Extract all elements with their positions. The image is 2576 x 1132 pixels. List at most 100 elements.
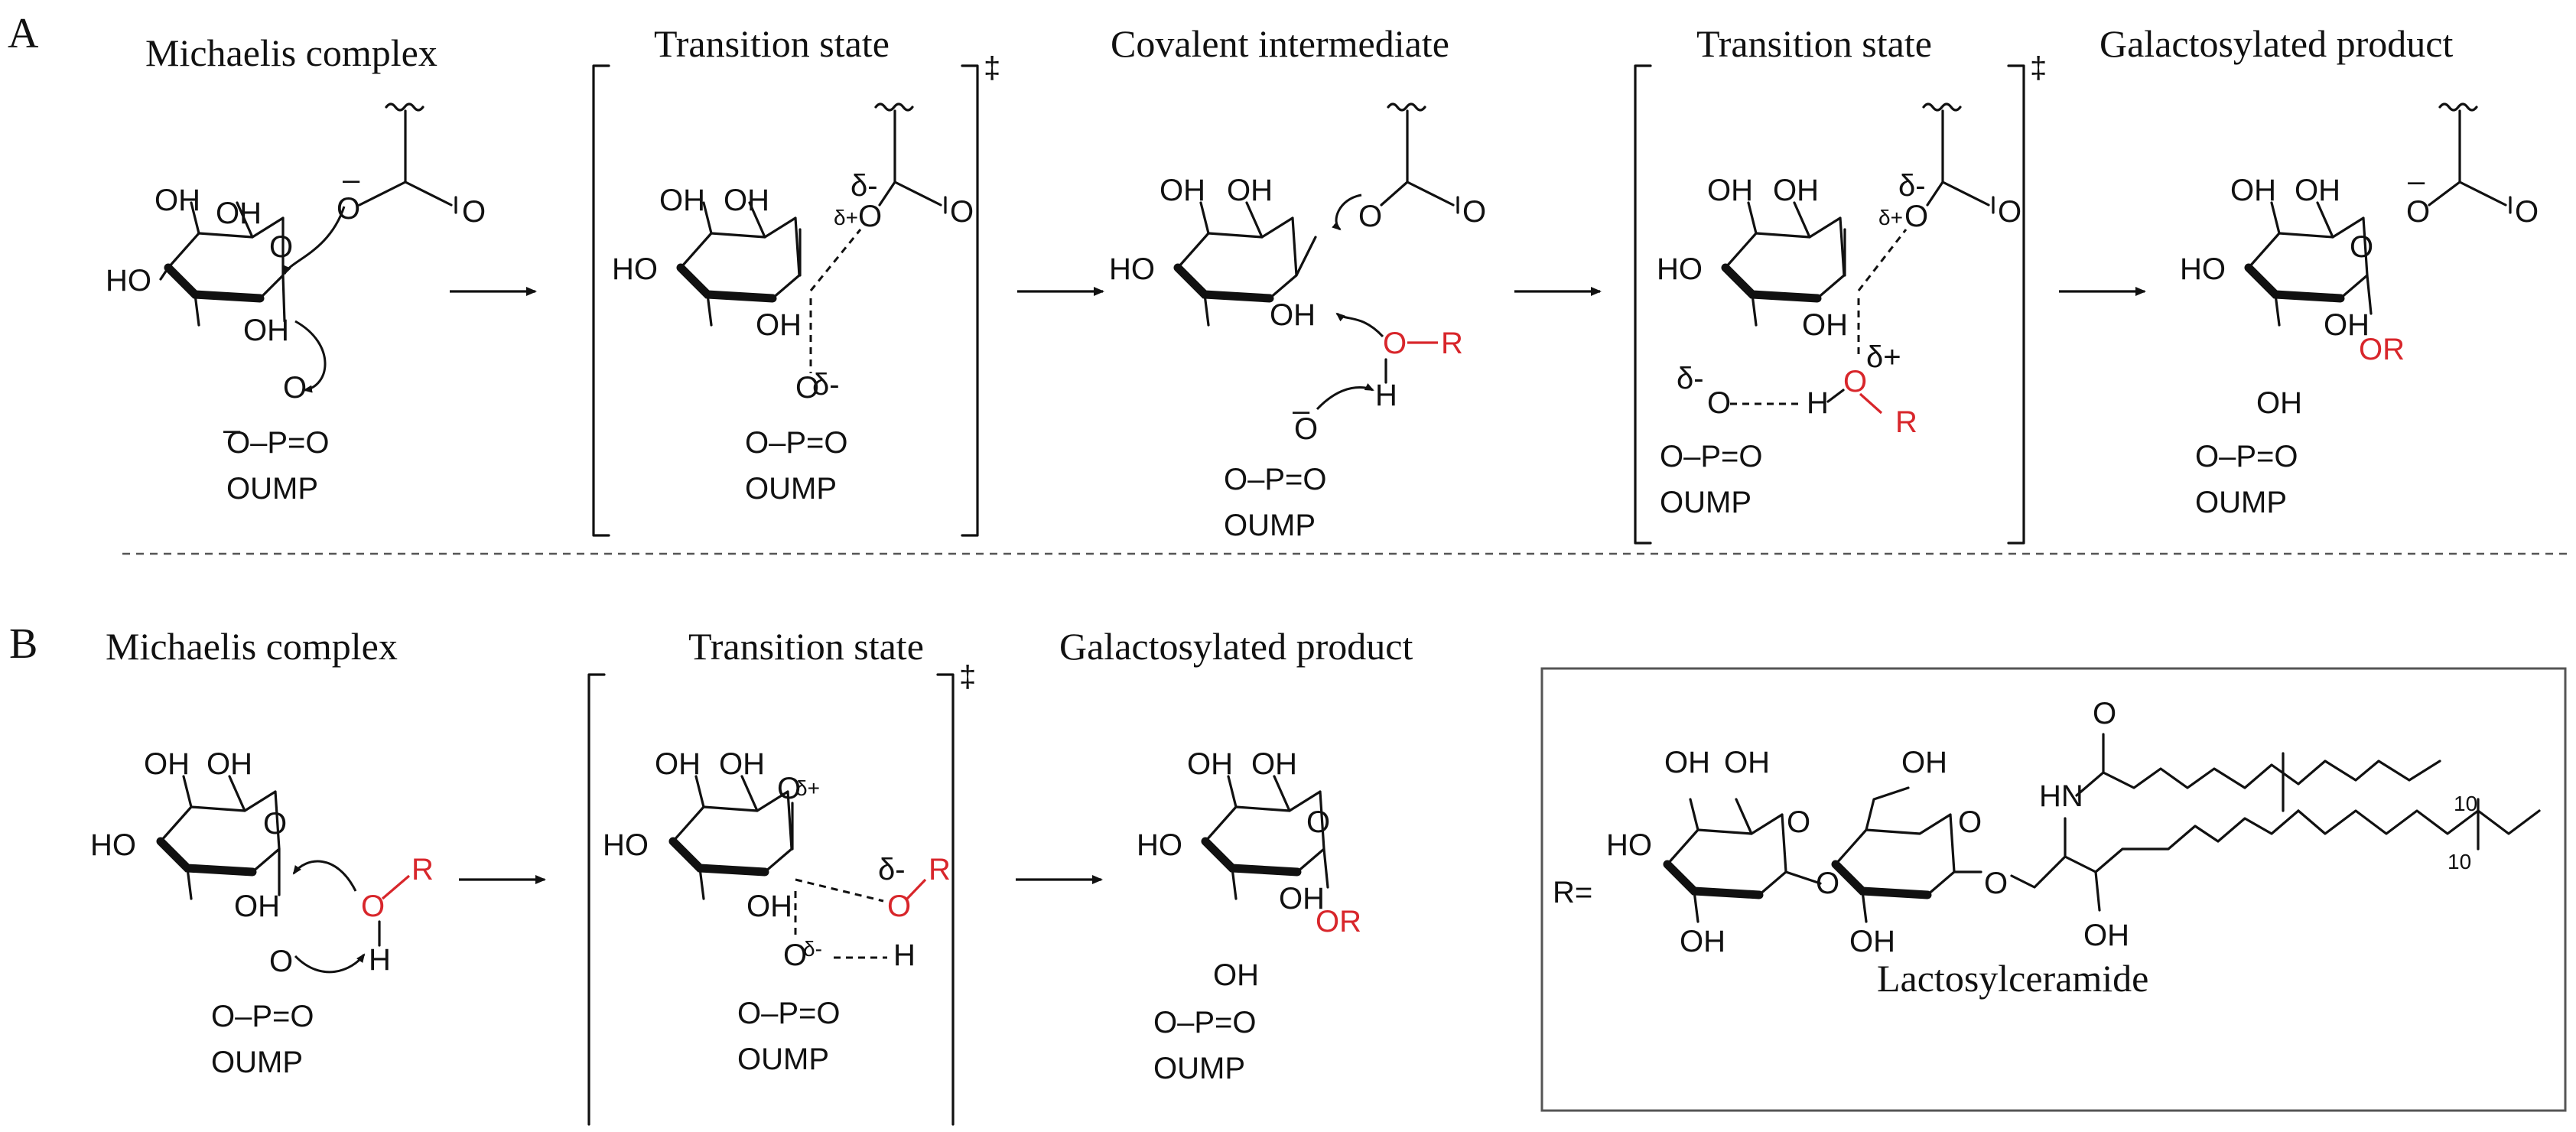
carbox-o-a5: O	[2406, 195, 2430, 229]
bridge-o-a3: O	[1294, 412, 1318, 446]
glyco-o-lac-1: O	[1816, 867, 1839, 900]
carbox-o2-a5: O	[2515, 195, 2539, 229]
panel-a-label: A	[8, 10, 39, 57]
oh-a5c: OH	[2324, 308, 2369, 342]
lactosylceramide-label: Lactosylceramide	[1877, 957, 2148, 1000]
ho-a5: HO	[2180, 252, 2226, 286]
ts-dagger-a2: ‡	[2030, 51, 2047, 85]
or-a5: OR	[2359, 333, 2405, 366]
delta-plus-b2: δ+	[795, 776, 820, 800]
panel-b-label: B	[9, 620, 37, 668]
ho-a3: HO	[1109, 252, 1155, 286]
oh-lac-2: OH	[1724, 746, 1770, 779]
ho-b3: HO	[1137, 828, 1182, 862]
oump-b2: OUMP	[737, 1043, 829, 1076]
oh-a3c: OH	[1270, 298, 1316, 332]
h-a3: H	[1375, 379, 1397, 412]
caption-b-ts: Transition state	[688, 625, 924, 668]
h-b1: H	[369, 943, 391, 977]
galactose-ring-a3	[1173, 201, 1317, 327]
carbox-o2-a3: O	[1462, 195, 1486, 229]
delta-minus-a4b: δ-	[1677, 362, 1704, 395]
wavy-a3	[1387, 102, 1426, 112]
chain-length-1: 10	[2454, 792, 2477, 815]
phosphate-a5: O–P=O	[2195, 440, 2298, 473]
galactose-ring-a2	[676, 201, 802, 327]
h-a4: H	[1807, 386, 1829, 420]
oh-b3c: OH	[1279, 882, 1325, 916]
galactose-ring-a4	[1721, 201, 1846, 327]
oh-lac-5: OH	[1849, 925, 1895, 958]
ester-o-a3: O	[1358, 200, 1382, 233]
ho-a1: HO	[106, 264, 151, 298]
delta-plus-a4: δ+	[1878, 206, 1903, 229]
nucleophile-r-a3: R	[1441, 327, 1463, 360]
ts-bracket-left-b	[587, 673, 606, 1126]
ring-o-lac-1: O	[1787, 805, 1810, 839]
bridge-o-b2: O	[783, 938, 807, 972]
caption-a-product: Galactosylated product	[2100, 22, 2453, 65]
oh-a4a: OH	[1707, 174, 1753, 207]
r-equals: R=	[1553, 876, 1592, 909]
oh-a3b: OH	[1227, 174, 1273, 207]
h-b2: H	[893, 938, 916, 972]
nucleophile-o-a3: O	[1383, 327, 1407, 360]
bridge-o-a2: O	[795, 371, 819, 405]
carbox-o2-a4: O	[1998, 195, 2021, 229]
oh-lac-6: OH	[2083, 919, 2129, 952]
oump-a2: OUMP	[745, 472, 837, 506]
nucleophile-o-b2: O	[887, 890, 911, 923]
bridge-o-a1: O	[283, 371, 307, 405]
oh-a5a: OH	[2230, 174, 2276, 207]
bridge-o-b1: O	[269, 945, 293, 978]
oh-a1b: OH	[216, 197, 262, 230]
oh-b3a: OH	[1187, 747, 1233, 781]
lactosylceramide-structure	[1663, 733, 2541, 923]
oh-a1c: OH	[243, 314, 289, 347]
r-group-inset-box	[1540, 667, 2567, 1112]
oh-p-b3: OH	[1213, 958, 1259, 992]
caption-a-covalent: Covalent intermediate	[1111, 22, 1449, 65]
ho-b2: HO	[603, 828, 649, 862]
oh-b1b: OH	[207, 747, 252, 781]
oh-b1c: OH	[234, 890, 280, 923]
caption-a-ts2: Transition state	[1696, 22, 1932, 65]
delta-minus-b2b: δ-	[803, 937, 822, 961]
galactose-ring-b1	[156, 775, 281, 900]
chain-length-2: 10	[2448, 850, 2471, 873]
carbox-o-a1: O	[337, 192, 360, 226]
oh-p-a5: OH	[2256, 386, 2302, 420]
galactose-ring-a5	[2244, 201, 2373, 327]
ho-b1: HO	[90, 828, 136, 862]
or-b3: OR	[1316, 905, 1361, 938]
oump-a1: OUMP	[226, 472, 318, 506]
oump-a4: OUMP	[1660, 486, 1751, 519]
carbox-o-a4: O	[1904, 200, 1928, 233]
caption-b-product: Galactosylated product	[1059, 625, 1413, 668]
wavy-a4	[1922, 102, 1962, 112]
oh-lac-4: OH	[1901, 746, 1947, 779]
carbox-minus-a5: –	[2408, 164, 2425, 198]
minus-a3: –	[1293, 394, 1310, 428]
oh-a5b: OH	[2295, 174, 2340, 207]
nucleophile-r-b2: R	[929, 853, 951, 886]
phosphate-b2: O–P=O	[737, 997, 841, 1030]
oh-a4c: OH	[1802, 308, 1848, 342]
hn-lac: HN	[2039, 779, 2083, 813]
ring-o-a1: O	[269, 230, 293, 264]
oump-b1: OUMP	[211, 1046, 303, 1079]
oh-a4b: OH	[1773, 174, 1819, 207]
phosphate-a4: O–P=O	[1660, 440, 1763, 473]
oh-a2a: OH	[659, 184, 705, 217]
ts-bracket-right-b	[936, 673, 955, 1126]
oh-a2b: OH	[724, 184, 769, 217]
oh-b2a: OH	[655, 747, 701, 781]
ts-dagger-a1: ‡	[984, 51, 1000, 85]
carbox-o2-a2: O	[950, 195, 974, 229]
delta-plus-a4b: δ+	[1866, 340, 1901, 374]
oh-lac-1: OH	[1664, 746, 1710, 779]
nucleophile-o-b1: O	[361, 890, 385, 923]
phosphate-b1: O–P=O	[211, 1000, 314, 1033]
oh-b3b: OH	[1251, 747, 1297, 781]
carbox-o-a2: O	[858, 200, 882, 233]
